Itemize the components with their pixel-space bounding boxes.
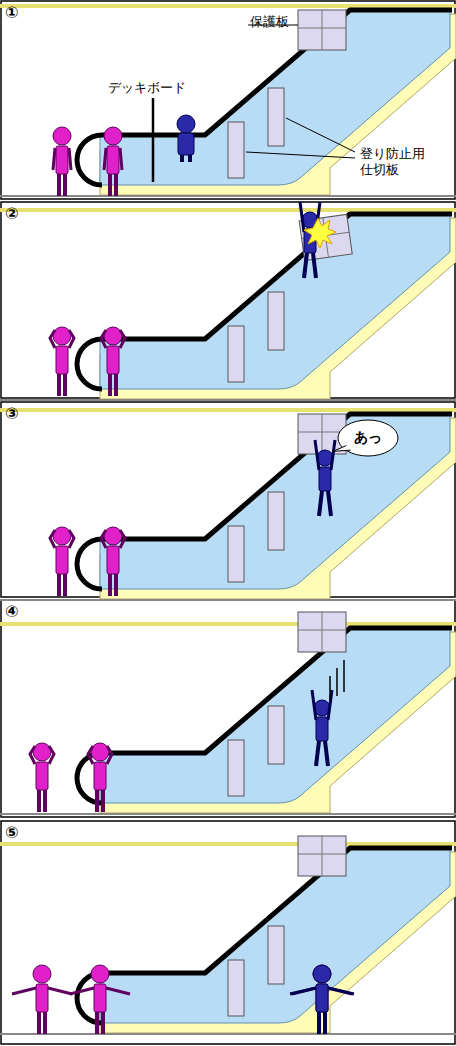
panel-number: ① <box>5 3 19 22</box>
panel-number: ⑤ <box>5 823 19 842</box>
part-label: 保護板 <box>250 14 289 30</box>
panel-number: ② <box>5 204 19 223</box>
speech-bubble: あっ <box>337 419 399 457</box>
part-label: デッキボード <box>108 80 186 96</box>
panel-number: ④ <box>5 602 19 621</box>
speech-text: あっ <box>337 419 399 455</box>
part-label: 登り防止用 仕切板 <box>360 146 438 177</box>
panel-number: ③ <box>5 404 19 423</box>
